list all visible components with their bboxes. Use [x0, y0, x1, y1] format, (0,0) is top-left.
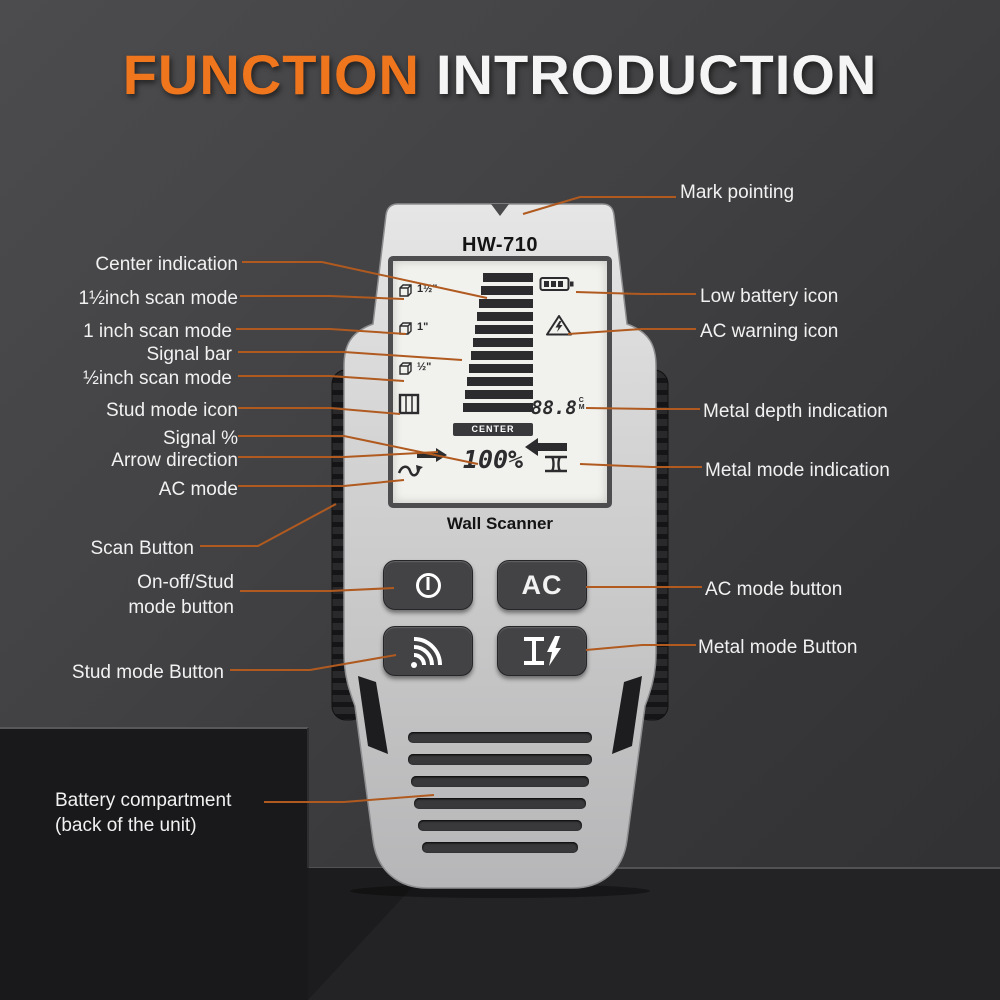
- callout-1inch-scan-mode: 1 inch scan mode: [83, 321, 232, 342]
- callout-ac-mode: AC mode: [158, 479, 238, 500]
- i-beam-lightning-icon: [524, 636, 561, 666]
- callout-metal-depth-indication: Metal depth indication: [703, 401, 888, 422]
- callout-signal-percent: Signal %: [163, 428, 238, 449]
- ac-warning-icon: [545, 313, 573, 342]
- scan-mode-1inch-icon: 1": [399, 321, 428, 337]
- callout-low-battery-icon: Low battery icon: [700, 286, 839, 307]
- callout-ac-mode-button: AC mode button: [705, 579, 843, 600]
- ac-mode-button[interactable]: AC: [497, 560, 587, 610]
- callout-metal-mode-button: Metal mode Button: [698, 637, 858, 658]
- callout-center-indication: Center indication: [95, 254, 238, 275]
- model-number: HW-710: [462, 234, 538, 256]
- low-battery-icon: [539, 275, 577, 298]
- callout-mark-pointing: Mark pointing: [680, 182, 795, 203]
- callout-ac-warning-icon: AC warning icon: [700, 321, 839, 342]
- lcd-display: 1½" 1" ½" CENTER 100% 88.8: [388, 256, 612, 508]
- title-word-introduction: INTRODUCTION: [436, 43, 878, 106]
- scan-mode-1inch-label: 1": [417, 321, 429, 333]
- title-word-function: FUNCTION: [122, 43, 420, 106]
- callout-scan-button: Scan Button: [90, 538, 194, 559]
- metal-depth-indicator: 88.8 C M: [531, 397, 585, 419]
- callout-stud-mode-button: Stud mode Button: [71, 662, 224, 683]
- cube-icon: [399, 284, 412, 297]
- callout-metal-mode-indication: Metal mode indication: [705, 460, 890, 481]
- callout-stud-mode-icon: Stud mode icon: [105, 400, 238, 421]
- left-arrow-icon: [525, 437, 569, 462]
- callout-1half-scan-mode: 1½inch scan mode: [78, 288, 239, 309]
- scan-mode-half-label: ½": [417, 361, 432, 373]
- scan-mode-half-icon: ½": [399, 361, 431, 377]
- callout-arrow-direction: Arrow direction: [111, 450, 238, 471]
- callout-onoff-stud-button: On-off/Stud mode button: [128, 572, 234, 619]
- cube-icon: [399, 322, 412, 335]
- ac-button-label: AC: [521, 569, 563, 600]
- callout-half-scan-mode: ½inch scan mode: [83, 368, 232, 389]
- speaker-slot: [408, 732, 592, 743]
- depth-value: 88.8: [531, 397, 577, 419]
- scan-mode-1half-icon: 1½": [399, 283, 438, 299]
- stud-mode-button[interactable]: [383, 626, 473, 676]
- metal-mode-button[interactable]: [497, 626, 587, 676]
- mark-pointing-notch: [491, 204, 509, 216]
- device-name: Wall Scanner: [446, 514, 554, 533]
- page-title: FUNCTION INTRODUCTION: [0, 42, 1000, 107]
- scan-mode-1half-label: 1½": [417, 283, 438, 295]
- callout-battery-compartment: Battery compartment (back of the unit): [55, 790, 232, 837]
- depth-unit: C M: [578, 397, 585, 411]
- speaker-slot: [408, 754, 592, 765]
- ac-mode-icon: [397, 459, 423, 486]
- power-stud-mode-button[interactable]: [383, 560, 473, 610]
- signal-bars: [453, 269, 533, 412]
- stud-mode-icon: [398, 393, 420, 420]
- speaker-slot: [422, 842, 578, 853]
- callout-signal-bar: Signal bar: [146, 344, 232, 365]
- center-indicator: CENTER: [453, 423, 533, 436]
- metal-mode-icon: [541, 453, 571, 480]
- speaker-slot: [411, 776, 589, 787]
- speaker-slot: [414, 798, 586, 809]
- power-icon: [415, 572, 441, 598]
- speaker-slot: [418, 820, 582, 831]
- scan-waves-icon: [411, 637, 442, 668]
- signal-percent: 100%: [462, 445, 524, 474]
- cube-icon: [399, 362, 412, 375]
- wall-scanner-device: HW-710 1½" 1" ½" CENTER 100%: [330, 198, 670, 898]
